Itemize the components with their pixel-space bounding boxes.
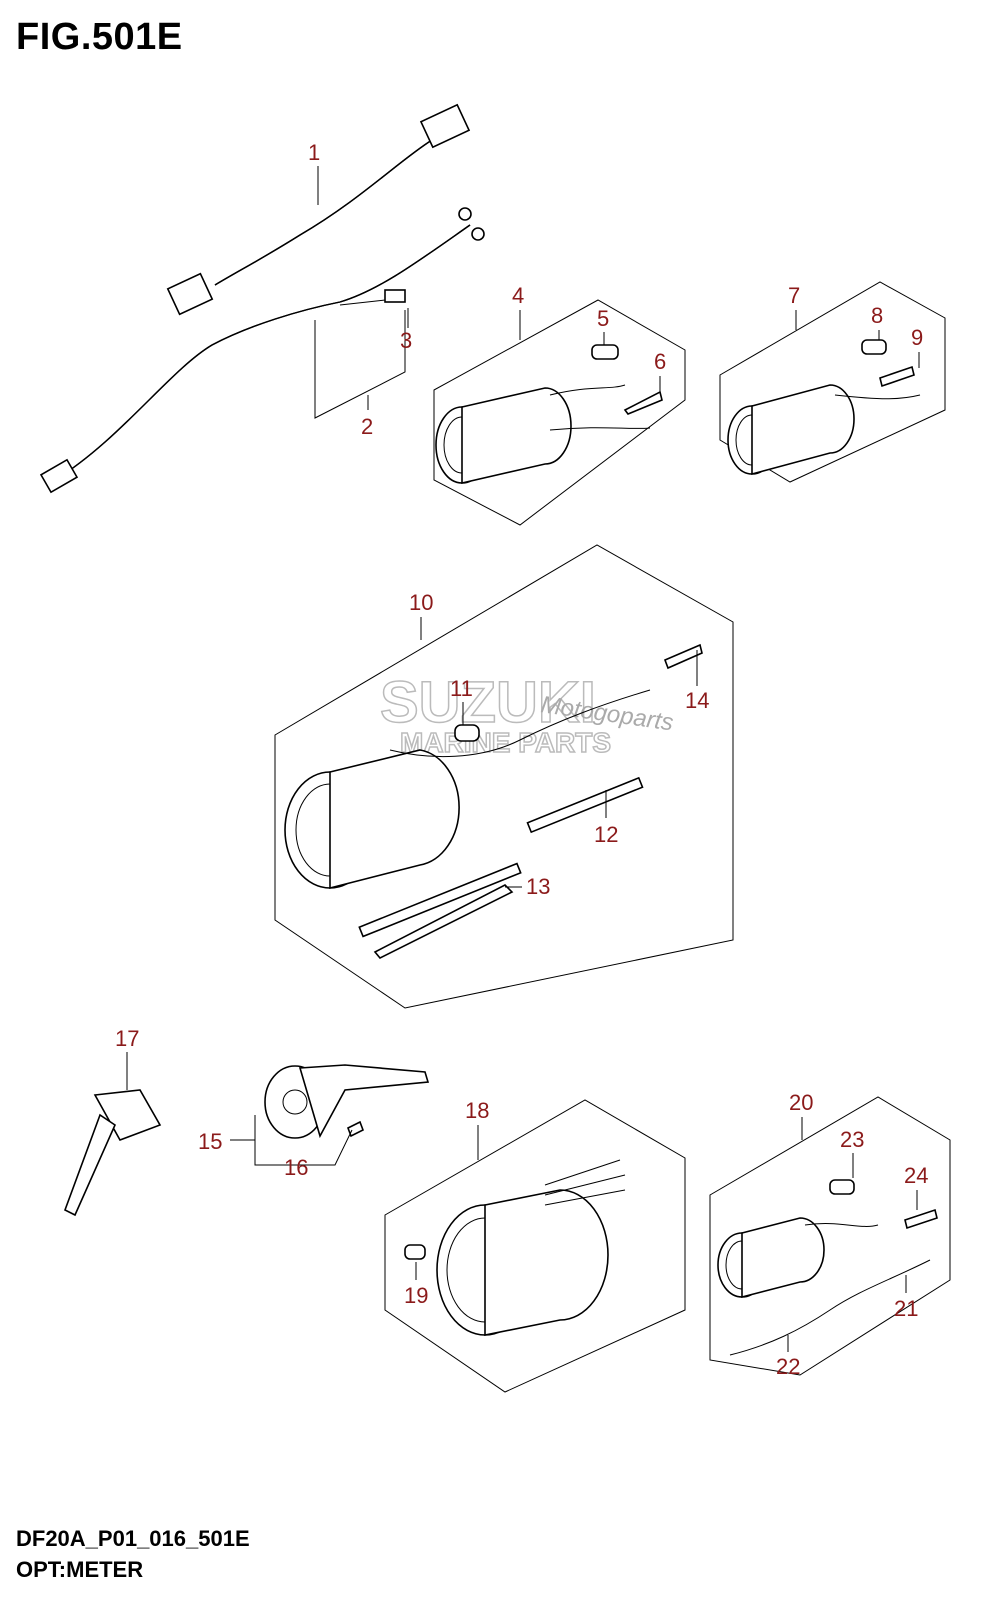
callout-21: 21 bbox=[894, 1296, 918, 1321]
callout-6: 6 bbox=[654, 349, 666, 374]
callout-8: 8 bbox=[871, 303, 883, 328]
watermark-line2: MARINE PARTS bbox=[400, 727, 611, 758]
callout-20: 20 bbox=[789, 1090, 813, 1115]
callout-3: 3 bbox=[400, 328, 412, 353]
callout-4: 4 bbox=[512, 283, 524, 308]
callout-12: 12 bbox=[594, 822, 618, 847]
group-18-frame bbox=[384, 1099, 686, 1393]
callout-13: 13 bbox=[526, 874, 550, 899]
harness-assembly bbox=[39, 103, 485, 494]
group-7-frame bbox=[719, 281, 946, 483]
callout-1: 1 bbox=[308, 140, 320, 165]
callout-23: 23 bbox=[840, 1127, 864, 1152]
callout-19: 19 bbox=[404, 1283, 428, 1308]
callout-9: 9 bbox=[911, 325, 923, 350]
watermark-brand: SUZUKI bbox=[380, 670, 596, 735]
watermark: SUZUKI MARINE PARTS Motogoparts bbox=[379, 669, 675, 759]
gauge-10 bbox=[284, 643, 703, 959]
callout-22: 22 bbox=[776, 1354, 800, 1379]
callout-17: 17 bbox=[115, 1026, 139, 1051]
callout-24: 24 bbox=[904, 1163, 928, 1188]
group-20-frame bbox=[709, 1096, 951, 1376]
callout-15: 15 bbox=[198, 1129, 222, 1154]
callout-14: 14 bbox=[685, 688, 709, 713]
callout-7: 7 bbox=[788, 283, 800, 308]
gauge-18 bbox=[404, 1159, 626, 1336]
drawing-subtitle: OPT:METER bbox=[16, 1557, 144, 1582]
callout-5: 5 bbox=[597, 306, 609, 331]
callout-2: 2 bbox=[361, 414, 373, 439]
bracket-17 bbox=[64, 1089, 162, 1217]
leader-lines bbox=[126, 166, 920, 1352]
drawing-code: DF20A_P01_016_501E bbox=[16, 1526, 250, 1551]
callout-18: 18 bbox=[465, 1098, 489, 1123]
group-4-frame bbox=[433, 299, 686, 526]
callout-10: 10 bbox=[409, 590, 433, 615]
callout-11: 11 bbox=[450, 676, 473, 701]
callout-16: 16 bbox=[284, 1155, 308, 1180]
figure-title: FIG.501E bbox=[16, 16, 183, 58]
group-10-frame bbox=[274, 544, 734, 1009]
gauge-20 bbox=[717, 1179, 938, 1356]
callouts: 1 2 3 4 5 6 7 8 9 10 11 12 13 14 15 16 1… bbox=[115, 140, 928, 1379]
gauge-7 bbox=[727, 339, 921, 476]
bracket-15 bbox=[264, 1064, 430, 1139]
gauge-4 bbox=[435, 344, 663, 485]
